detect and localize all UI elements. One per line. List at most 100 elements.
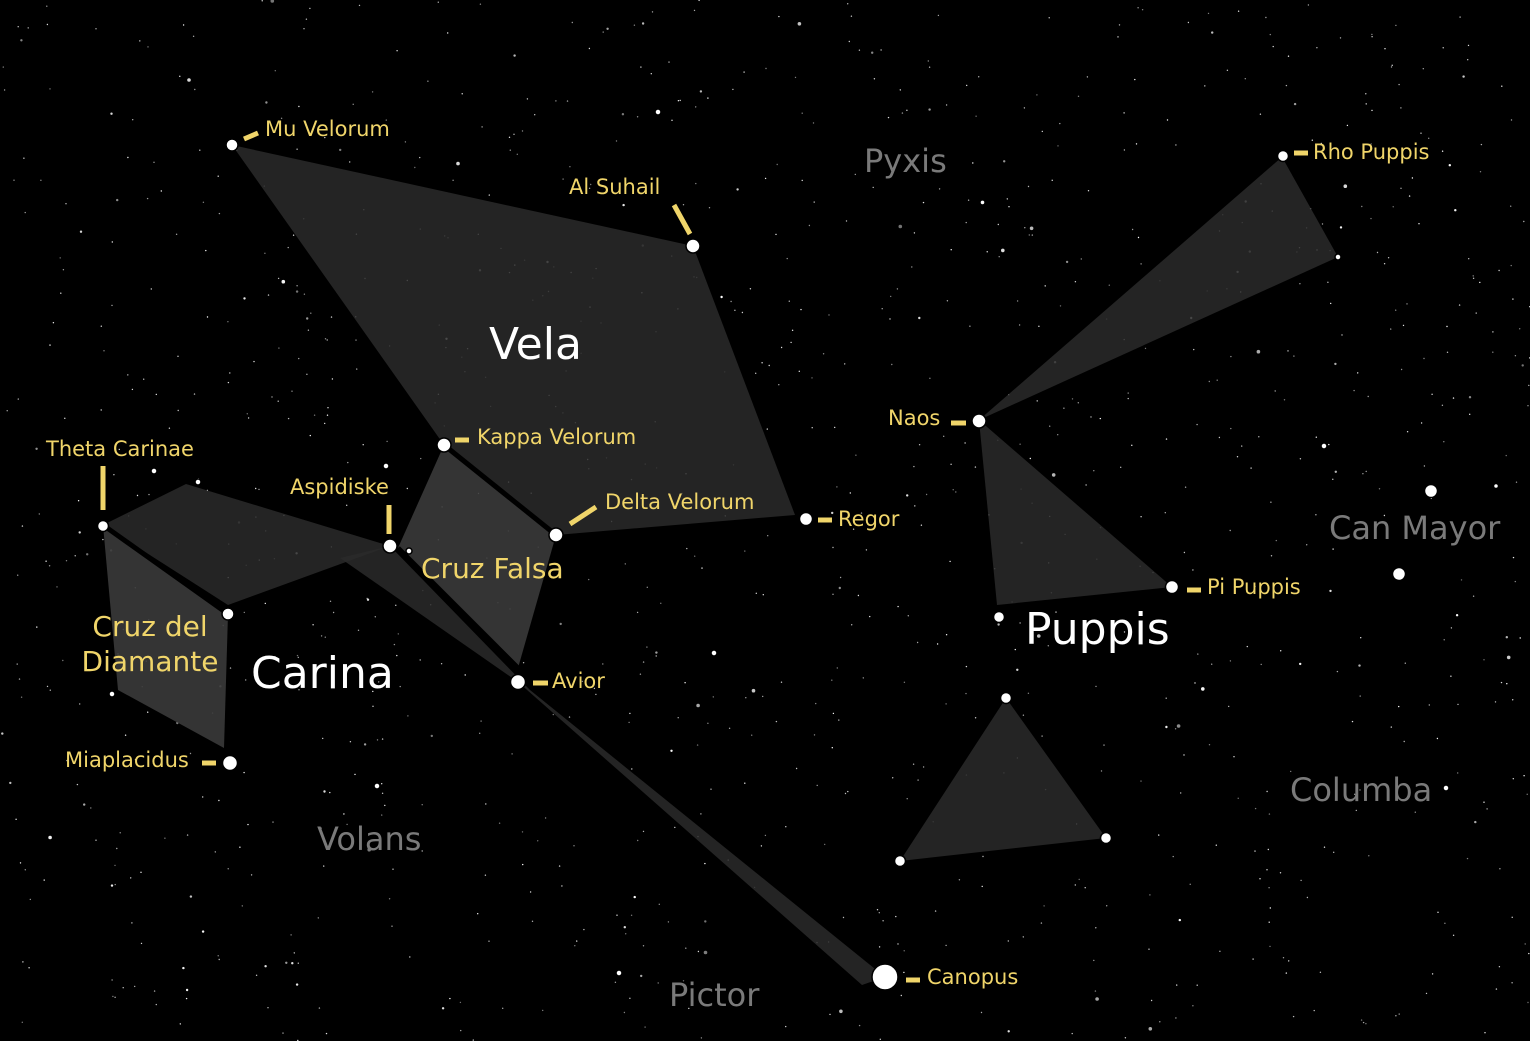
background-star — [511, 753, 513, 755]
background-star — [590, 183, 592, 186]
background-star — [1077, 402, 1080, 404]
background-star — [1354, 793, 1356, 795]
background-star — [1270, 501, 1272, 503]
background-star — [1511, 916, 1513, 918]
background-star — [1192, 569, 1194, 571]
label-cruz-falsa: Cruz Falsa — [421, 552, 564, 585]
background-star — [1510, 264, 1512, 267]
background-star — [938, 188, 941, 190]
star-regor — [798, 511, 814, 527]
background-star — [766, 428, 768, 430]
background-star — [116, 847, 118, 850]
background-star — [62, 659, 64, 662]
background-star — [1330, 302, 1332, 305]
background-star — [1306, 544, 1308, 546]
background-star — [760, 845, 763, 847]
background-star — [629, 712, 631, 715]
background-star — [1423, 465, 1426, 467]
background-star — [531, 920, 534, 922]
background-star — [187, 78, 191, 82]
background-star — [943, 435, 945, 437]
background-star — [695, 182, 697, 185]
background-star — [146, 197, 149, 200]
background-star — [895, 915, 897, 918]
background-star — [372, 705, 374, 707]
background-star — [326, 339, 328, 341]
background-star — [881, 308, 883, 310]
background-star — [860, 512, 863, 514]
background-star — [637, 839, 639, 842]
background-star — [1521, 364, 1524, 367]
background-star — [1459, 16, 1461, 18]
background-star — [945, 634, 948, 636]
background-star — [19, 862, 22, 864]
background-star — [1065, 260, 1069, 264]
background-star — [1095, 685, 1097, 688]
background-star — [955, 491, 957, 493]
background-star — [785, 826, 787, 828]
label-avior: Avior — [552, 669, 605, 693]
background-star — [21, 525, 24, 527]
background-star — [1127, 397, 1129, 400]
background-star — [272, 821, 274, 823]
label-canopus: Canopus — [927, 965, 1018, 989]
background-star — [950, 463, 952, 465]
background-star — [513, 133, 515, 135]
background-star — [824, 843, 826, 846]
background-star — [1351, 720, 1354, 723]
background-star — [1279, 872, 1282, 874]
background-star — [1383, 263, 1386, 265]
background-star — [1106, 905, 1108, 907]
background-star — [280, 117, 283, 120]
background-star — [60, 292, 62, 294]
background-star — [798, 370, 800, 372]
background-star — [479, 732, 481, 734]
background-star — [414, 166, 416, 169]
background-star — [40, 179, 42, 181]
background-star — [1048, 17, 1050, 19]
star-field-minor-1 — [710, 649, 718, 657]
background-star — [839, 576, 842, 579]
background-star — [650, 73, 652, 75]
background-star — [1519, 328, 1521, 330]
background-star — [1524, 943, 1526, 945]
background-star — [409, 956, 411, 958]
background-star — [832, 546, 834, 549]
background-star — [331, 378, 334, 380]
background-star — [670, 749, 673, 752]
background-star — [1360, 1019, 1363, 1021]
background-star — [472, 1039, 474, 1041]
background-star — [730, 300, 732, 303]
background-star — [1044, 285, 1046, 287]
background-star — [1059, 122, 1061, 125]
background-star — [1370, 217, 1372, 220]
background-star — [849, 492, 851, 494]
background-star — [623, 1011, 626, 1014]
background-star — [1290, 770, 1292, 773]
background-star — [1452, 934, 1455, 936]
background-star — [945, 104, 948, 106]
background-star — [682, 204, 685, 206]
background-star — [1323, 846, 1326, 848]
background-star — [588, 47, 591, 50]
background-star — [696, 703, 700, 708]
background-star — [297, 656, 299, 659]
background-star — [928, 66, 931, 68]
background-star — [1084, 887, 1086, 889]
background-star — [903, 681, 906, 683]
background-star — [324, 636, 326, 638]
background-star — [1515, 481, 1518, 483]
background-star — [965, 665, 968, 668]
background-star — [217, 955, 219, 957]
star-aspidiske — [382, 538, 398, 554]
background-star — [636, 611, 639, 614]
background-star — [1099, 417, 1102, 420]
label-theta-carinae: Theta Carinae — [45, 437, 194, 461]
background-star — [1172, 855, 1174, 858]
background-star — [751, 688, 756, 693]
carina-keel-figure — [340, 546, 885, 985]
background-star — [1071, 398, 1074, 400]
background-star — [189, 895, 193, 898]
background-star — [147, 46, 149, 48]
background-star — [679, 99, 681, 102]
